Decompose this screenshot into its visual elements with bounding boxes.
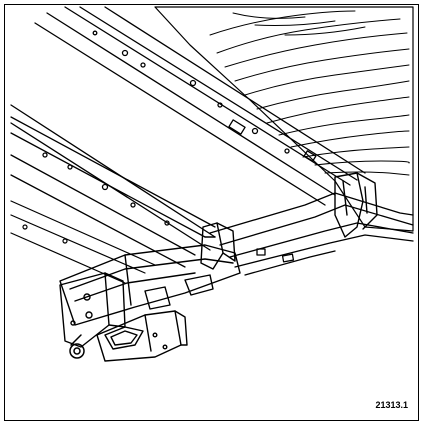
floor-pan bbox=[154, 6, 414, 232]
left-longitudinal-member bbox=[10, 116, 216, 268]
figure-reference-number: 21313.1 bbox=[375, 400, 408, 410]
chassis-underbody-drawing bbox=[10, 6, 414, 362]
figure-frame: 21313.1 bbox=[4, 4, 419, 421]
reinforcement-box bbox=[96, 310, 188, 362]
cross-member bbox=[209, 192, 414, 276]
upper-longitudinal-member bbox=[10, 6, 366, 251]
right-gusset-bracket bbox=[334, 172, 378, 238]
front-rail-assembly bbox=[59, 244, 241, 326]
towing-eye bbox=[69, 334, 85, 359]
